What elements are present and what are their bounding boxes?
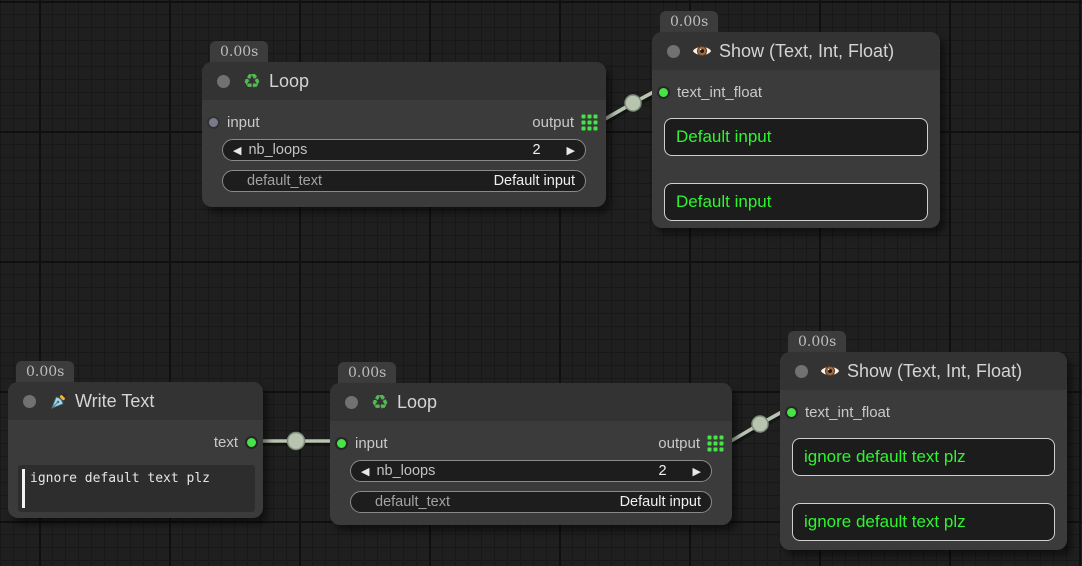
collapse-dot[interactable] <box>667 44 680 58</box>
grid-output-icon[interactable] <box>581 114 598 131</box>
node-show-2[interactable]: 0.00s Show (Text, Int, Float) text_int_f… <box>780 331 1067 550</box>
eye-icon <box>690 43 714 59</box>
input-socket-dot[interactable] <box>785 405 798 419</box>
output-socket-dot[interactable] <box>245 435 258 449</box>
grid-output-icon[interactable] <box>707 435 724 452</box>
show-output-box[interactable]: Default input <box>664 118 928 156</box>
input-slot-label: input <box>227 113 260 131</box>
output-slot[interactable]: output <box>532 114 600 131</box>
node-titlebar[interactable]: Show (Text, Int, Float) <box>652 32 940 70</box>
input-socket-dot[interactable] <box>335 436 348 450</box>
collapse-dot[interactable] <box>795 364 808 378</box>
input-socket-dot[interactable] <box>657 85 670 99</box>
recycle-icon: ♻ <box>371 390 389 414</box>
pen-icon <box>46 391 70 412</box>
node-titlebar[interactable]: Show (Text, Int, Float) <box>780 352 1067 390</box>
node-show-1[interactable]: 0.00s Show (Text, Int, Float) text_int_f… <box>652 11 940 228</box>
node-title: Loop <box>397 391 438 412</box>
collapse-dot[interactable] <box>23 394 36 408</box>
output-slot-label: output <box>658 434 700 452</box>
input-slot-label: text_int_float <box>805 403 891 421</box>
node-loop-2[interactable]: 0.00s ♻ Loop input output ◀ nb_loops 2 ▶ <box>330 362 732 525</box>
node-titlebar[interactable]: Write Text <box>8 382 263 420</box>
show-output-box[interactable]: ignore default text plz <box>792 438 1055 476</box>
output-slot[interactable]: output <box>658 435 726 452</box>
node-title: Write Text <box>75 390 155 411</box>
textarea-value: ignore default text plz <box>30 471 211 486</box>
node-loop-1[interactable]: 0.00s ♻ Loop input output ◀ nb_loops 2 ▶ <box>202 41 606 207</box>
node-title: Show (Text, Int, Float) <box>719 40 895 61</box>
show-output-box[interactable]: ignore default text plz <box>792 503 1055 541</box>
node-write-text[interactable]: 0.00s Write Text text ignore default tex… <box>8 361 263 518</box>
stepper-increment-arrow[interactable]: ▶ <box>566 143 575 157</box>
reroute-dot <box>286 431 306 451</box>
output-slot-label: output <box>532 113 574 131</box>
text-input-area[interactable]: ignore default text plz <box>18 465 255 512</box>
stepper-decrement-arrow[interactable]: ◀ <box>361 464 370 478</box>
show-output-box[interactable]: Default input <box>664 183 928 221</box>
eye-icon <box>818 363 842 379</box>
node-titlebar[interactable]: ♻ Loop <box>330 383 732 421</box>
stepper-decrement-arrow[interactable]: ◀ <box>233 143 242 157</box>
reroute-dot <box>751 415 769 433</box>
default-text-field[interactable]: default_text Default input <box>350 491 712 513</box>
output-slot-label: text <box>213 433 238 451</box>
node-title: Loop <box>269 70 310 91</box>
input-socket-dot[interactable] <box>207 115 220 129</box>
stepper-increment-arrow[interactable]: ▶ <box>692 464 701 478</box>
collapse-dot[interactable] <box>345 395 358 409</box>
input-slot[interactable]: input <box>335 435 388 452</box>
output-slot[interactable]: text <box>214 434 258 451</box>
input-slot-label: input <box>355 434 388 452</box>
input-slot[interactable]: text_int_float <box>657 84 762 101</box>
input-slot[interactable]: input <box>207 114 260 131</box>
text-caret <box>22 469 25 508</box>
collapse-dot[interactable] <box>217 74 230 88</box>
nb-loops-stepper[interactable]: ◀ nb_loops 2 ▶ <box>222 139 586 161</box>
recycle-icon: ♻ <box>243 69 261 93</box>
input-slot-label: text_int_float <box>677 83 763 101</box>
node-title: Show (Text, Int, Float) <box>847 360 1023 381</box>
node-titlebar[interactable]: ♻ Loop <box>202 62 606 100</box>
default-text-field[interactable]: default_text Default input <box>222 170 586 192</box>
input-slot[interactable]: text_int_float <box>785 404 890 421</box>
nb-loops-stepper[interactable]: ◀ nb_loops 2 ▶ <box>350 460 712 482</box>
reroute-dot <box>624 94 642 112</box>
